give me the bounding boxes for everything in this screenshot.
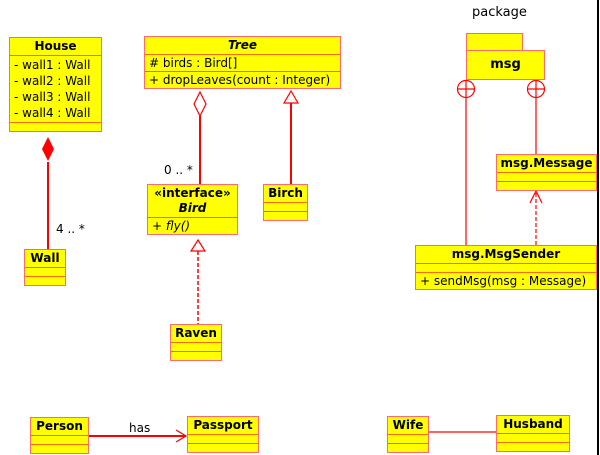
class-msg-message[interactable]: msg.Message xyxy=(496,154,597,191)
operations-section xyxy=(188,444,258,452)
attributes-section xyxy=(388,435,428,444)
canvas-right-border xyxy=(597,0,599,455)
aggregation-diamond-icon xyxy=(193,90,207,118)
class-name: Passport xyxy=(188,417,258,435)
attributes-section: - wall1 : Wall - wall2 : Wall - wall3 : … xyxy=(10,56,101,123)
multiplicity-label: 0 .. * xyxy=(164,163,193,177)
operation: + fly() xyxy=(152,219,191,233)
class-header: «interface» Bird xyxy=(148,185,237,218)
attributes-section xyxy=(25,268,65,277)
operation: + dropLeaves(count : Integer) xyxy=(149,73,331,87)
class-passport[interactable]: Passport xyxy=(187,416,259,453)
operations-section xyxy=(25,277,65,285)
operations-section xyxy=(171,352,221,360)
package-msg[interactable]: msg xyxy=(466,50,545,80)
stereotype: «interface» xyxy=(154,186,231,200)
attribute: - wall2 : Wall xyxy=(14,74,91,88)
operation: + sendMsg(msg : Message) xyxy=(420,274,587,288)
attributes-section xyxy=(171,343,221,352)
operations-section xyxy=(10,123,101,131)
class-name: msg.Message xyxy=(497,155,596,173)
attributes-section xyxy=(188,435,258,444)
class-wall[interactable]: Wall xyxy=(24,249,66,286)
operations-section xyxy=(497,182,596,190)
class-name: Husband xyxy=(497,416,569,434)
attribute: - wall3 : Wall xyxy=(14,90,91,104)
attributes-section xyxy=(497,434,569,443)
operations-section xyxy=(497,443,569,451)
class-name: Raven xyxy=(171,325,221,343)
class-name: Birch xyxy=(264,185,307,203)
class-name: House xyxy=(10,38,101,56)
attribute: - wall1 : Wall xyxy=(14,58,91,72)
attributes-section xyxy=(264,203,307,212)
attributes-section xyxy=(497,173,596,182)
attributes-section xyxy=(416,264,596,273)
realization-arrow-icon xyxy=(189,238,207,252)
class-house[interactable]: House - wall1 : Wall - wall2 : Wall - wa… xyxy=(9,37,102,132)
package-stereotype-label: package xyxy=(472,5,527,20)
class-wife[interactable]: Wife xyxy=(387,416,429,453)
class-husband[interactable]: Husband xyxy=(496,415,570,452)
multiplicity-label: 4 .. * xyxy=(56,222,85,236)
class-name: msg.MsgSender xyxy=(416,246,596,264)
composition-diamond-icon xyxy=(42,137,54,161)
attribute: - wall4 : Wall xyxy=(14,106,91,120)
class-raven[interactable]: Raven xyxy=(170,324,222,361)
package-tab xyxy=(466,33,523,51)
class-name: Person xyxy=(31,418,88,436)
class-name: Tree xyxy=(145,37,340,55)
dependency-arrow-icon xyxy=(529,189,543,204)
class-name: Wife xyxy=(388,417,428,435)
operations-section xyxy=(388,444,428,452)
interface-bird[interactable]: «interface» Bird + fly() xyxy=(147,184,238,235)
navigable-arrow-icon xyxy=(175,429,188,443)
generalization-arrow-icon xyxy=(282,89,300,104)
operations-section xyxy=(31,445,88,453)
operations-section xyxy=(264,212,307,220)
class-msg-msgsender[interactable]: msg.MsgSender + sendMsg(msg : Message) xyxy=(415,245,597,290)
class-person[interactable]: Person xyxy=(30,417,89,454)
class-birch[interactable]: Birch xyxy=(263,184,308,221)
class-name: Wall xyxy=(25,250,65,268)
attributes-section xyxy=(31,436,88,445)
class-tree[interactable]: Tree # birds : Bird[] + dropLeaves(count… xyxy=(144,36,341,89)
association-label: has xyxy=(129,421,151,435)
class-name: Bird xyxy=(178,201,207,215)
attribute: # birds : Bird[] xyxy=(145,55,340,72)
